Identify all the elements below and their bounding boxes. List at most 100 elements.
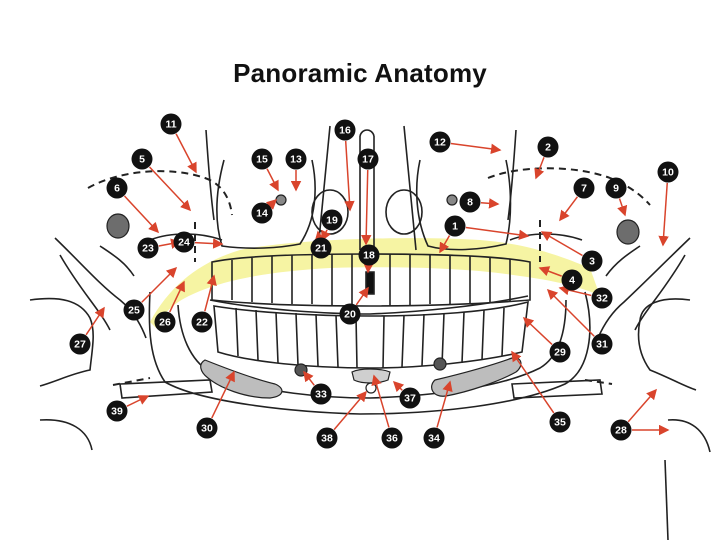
- marker-10: 10: [657, 161, 679, 183]
- marker-badge: [573, 177, 595, 199]
- leader-arrow-29: [522, 316, 553, 345]
- leader-arrow-16: [344, 140, 355, 212]
- marker-badge: [154, 311, 176, 333]
- leader-arrow-4: [538, 266, 562, 277]
- marker-label: 7: [581, 182, 587, 194]
- leader-arrow-7: [559, 196, 579, 222]
- marker-badge: [605, 177, 627, 199]
- leader-arrow-14: [265, 198, 278, 210]
- leader-arrow-15: [266, 168, 279, 192]
- marker-label: 31: [596, 338, 608, 350]
- marker-label: 37: [404, 392, 416, 404]
- marker-label: 14: [256, 207, 268, 219]
- marker-label: 16: [339, 124, 351, 136]
- marker-12: 12: [429, 131, 451, 153]
- marker-16: 16: [334, 119, 356, 141]
- marker-label: 11: [165, 118, 176, 130]
- marker-badge: [173, 231, 195, 253]
- leader-arrow-35: [511, 350, 555, 414]
- marker-label: 21: [315, 242, 327, 254]
- marker-21: 21: [310, 237, 332, 259]
- marker-9: 9: [605, 177, 627, 199]
- marker-badge: [399, 387, 421, 409]
- marker-label: 1: [452, 220, 458, 232]
- marker-label: 39: [111, 405, 123, 417]
- marker-7: 7: [573, 177, 595, 199]
- marker-label: 36: [386, 432, 398, 444]
- marker-22: 22: [191, 311, 213, 333]
- marker-badge: [321, 209, 343, 231]
- marker-badge: [285, 148, 307, 170]
- marker-badge: [137, 237, 159, 259]
- marker-19: 19: [321, 209, 343, 231]
- marker-34: 34: [423, 427, 445, 449]
- leader-arrow-21: [314, 230, 325, 242]
- marker-25: 25: [123, 299, 145, 321]
- marker-37: 37: [399, 387, 421, 409]
- marker-label: 32: [596, 292, 608, 304]
- marker-29: 29: [549, 341, 571, 363]
- leader-arrow-12: [450, 142, 502, 155]
- marker-badge: [310, 237, 332, 259]
- marker-2: 2: [537, 136, 559, 158]
- marker-label: 28: [615, 424, 627, 436]
- marker-11: 11: [160, 113, 182, 135]
- leader-arrow-1-1: [439, 235, 451, 254]
- marker-badge: [251, 148, 273, 170]
- leader-arrow-33: [303, 370, 315, 386]
- marker-27: 27: [69, 333, 91, 355]
- leader-arrow-27: [85, 306, 105, 336]
- marker-label: 33: [315, 388, 327, 400]
- marker-6: 6: [106, 177, 128, 199]
- marker-label: 4: [569, 274, 575, 286]
- marker-label: 20: [344, 308, 356, 320]
- marker-label: 6: [114, 182, 120, 194]
- marker-badge: [358, 244, 380, 266]
- marker-badge: [69, 333, 91, 355]
- marker-badge: [310, 383, 332, 405]
- marker-8: 8: [459, 191, 481, 213]
- marker-label: 22: [196, 316, 208, 328]
- marker-4: 4: [561, 269, 583, 291]
- marker-26: 26: [154, 311, 176, 333]
- leader-arrow-17: [360, 169, 372, 246]
- marker-36: 36: [381, 427, 403, 449]
- shaded-structures: [106, 194, 640, 399]
- marker-badge: [251, 202, 273, 224]
- marker-badge: [591, 287, 613, 309]
- marker-badge: [191, 311, 213, 333]
- marker-18: 18: [358, 244, 380, 266]
- highlight-band: [150, 238, 600, 328]
- marker-badge: [610, 419, 632, 441]
- leader-arrows: [85, 133, 670, 436]
- leader-arrow-30: [211, 370, 235, 419]
- marker-24: 24: [173, 231, 195, 253]
- marker-17: 17: [357, 148, 379, 170]
- marker-badge: [537, 136, 559, 158]
- marker-35: 35: [549, 411, 571, 433]
- leader-arrow-11: [175, 133, 197, 174]
- marker-badge: [581, 250, 603, 272]
- marker-badge: [657, 161, 679, 183]
- marker-label: 38: [321, 432, 333, 444]
- leader-arrow-31: [546, 288, 595, 337]
- leader-arrow-38: [333, 390, 367, 431]
- marker-15: 15: [251, 148, 273, 170]
- marker-badge: [357, 148, 379, 170]
- leader-arrow-36: [371, 374, 390, 428]
- marker-badge: [123, 299, 145, 321]
- marker-33: 33: [310, 383, 332, 405]
- marker-badge: [423, 427, 445, 449]
- marker-badge: [561, 269, 583, 291]
- marker-label: 12: [434, 136, 446, 148]
- marker-label: 23: [142, 242, 154, 254]
- leader-arrow-1-2: [465, 226, 530, 240]
- marker-32: 32: [591, 287, 613, 309]
- marker-badge: [316, 427, 338, 449]
- leader-arrow-25: [141, 266, 178, 303]
- marker-badge: [549, 411, 571, 433]
- leader-arrow-3: [540, 231, 583, 257]
- leader-arrow-22: [204, 274, 217, 312]
